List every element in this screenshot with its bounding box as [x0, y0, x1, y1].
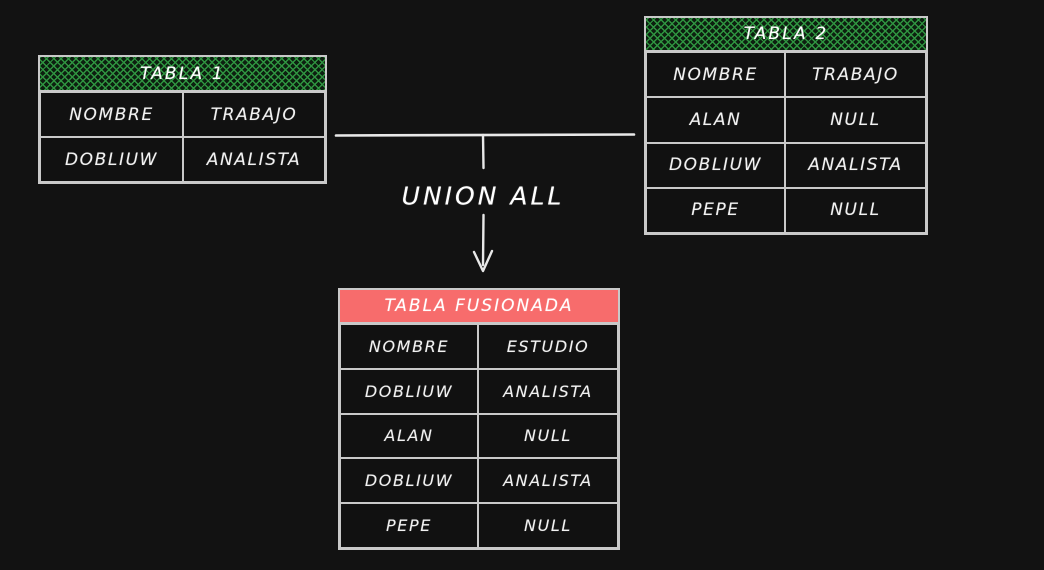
cell-estudio: NULL — [477, 412, 619, 460]
table-row: DOBLIUW ANALISTA — [39, 136, 326, 183]
table-row: DOBLIUW ANALISTA — [339, 367, 619, 415]
cell-nombre: PEPE — [339, 502, 479, 549]
table-row-header: NOMBRE ESTUDIO — [339, 323, 619, 370]
table-merged-body: NOMBRE ESTUDIO DOBLIUW ANALISTA ALAN NUL… — [339, 323, 619, 549]
table-merged-header: TABLA FUSIONADA — [340, 290, 618, 324]
column-header-nombre: NOMBRE — [645, 51, 786, 99]
table-one-header: TABLA 1 — [40, 57, 325, 92]
table-row: ALAN NULL — [645, 96, 927, 144]
cell-trabajo: NULL — [784, 96, 927, 144]
connector-vertical-lower — [481, 213, 485, 267]
table-row: PEPE NULL — [645, 186, 927, 234]
connector-horizontal-line — [334, 133, 636, 137]
cell-nombre: ALAN — [645, 96, 786, 144]
cell-nombre: DOBLIUW — [339, 367, 479, 415]
table-merged-title: TABLA FUSIONADA — [384, 296, 574, 316]
column-header-nombre: NOMBRE — [339, 323, 479, 370]
table-two-body: NOMBRE TRABAJO ALAN NULL DOBLIUW ANALIST… — [645, 51, 927, 234]
cell-trabajo: ANALISTA — [182, 136, 326, 183]
cell-trabajo: NULL — [784, 186, 927, 234]
table-row: ALAN NULL — [339, 412, 619, 460]
table-tabla-1: TABLA 1 NOMBRE TRABAJO DOBLIUW ANALISTA — [38, 55, 327, 184]
cell-nombre: DOBLIUW — [39, 136, 184, 183]
connector-vertical-upper — [481, 133, 485, 170]
table-row-header: NOMBRE TRABAJO — [645, 51, 927, 99]
table-row: DOBLIUW ANALISTA — [645, 141, 927, 189]
cell-nombre: DOBLIUW — [645, 141, 786, 189]
table-one-body: NOMBRE TRABAJO DOBLIUW ANALISTA — [39, 91, 326, 183]
cell-nombre: PEPE — [645, 186, 786, 234]
cell-nombre: ALAN — [339, 412, 479, 460]
cell-trabajo: ANALISTA — [784, 141, 927, 189]
table-two-header: TABLA 2 — [646, 18, 926, 52]
table-row: PEPE NULL — [339, 502, 619, 549]
column-header-trabajo: TRABAJO — [182, 91, 326, 138]
table-row: DOBLIUW ANALISTA — [339, 457, 619, 505]
column-header-trabajo: TRABAJO — [784, 51, 927, 99]
table-two-title: TABLA 2 — [743, 24, 829, 44]
column-header-estudio: ESTUDIO — [477, 323, 619, 370]
union-all-label: UNION ALL — [391, 179, 575, 213]
cell-estudio: ANALISTA — [477, 457, 619, 505]
cell-estudio: NULL — [477, 502, 619, 549]
table-row-header: NOMBRE TRABAJO — [39, 91, 326, 138]
table-tabla-2: TABLA 2 NOMBRE TRABAJO ALAN NULL DOBLIUW… — [644, 16, 928, 235]
column-header-nombre: NOMBRE — [39, 91, 184, 138]
table-one-title: TABLA 1 — [140, 63, 225, 84]
cell-nombre: DOBLIUW — [339, 457, 479, 505]
arrowhead-icon — [472, 249, 494, 273]
cell-estudio: ANALISTA — [477, 367, 619, 415]
table-tabla-fusionada: TABLA FUSIONADA NOMBRE ESTUDIO DOBLIUW A… — [338, 288, 620, 550]
